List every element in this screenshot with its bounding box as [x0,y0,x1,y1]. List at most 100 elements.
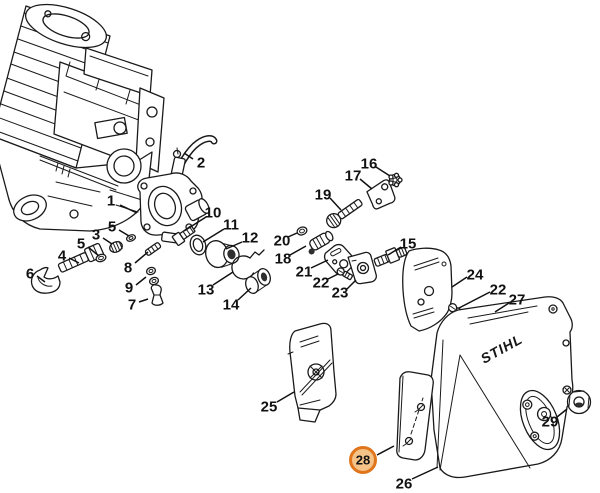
callout-17: 17 [345,167,373,190]
leader-line-10 [183,216,207,232]
leader-line-18 [289,245,307,256]
part-number-19: 19 [315,186,332,203]
part-number-7: 7 [128,296,136,313]
part-28-guide-plate [396,371,434,461]
part-number-5: 5 [108,218,116,235]
callout-5: 5 [108,218,130,237]
part-number-24: 24 [467,266,484,283]
part-number-14: 14 [223,296,240,313]
leader-line-22 [327,273,339,280]
callout-12: 12 [225,229,259,250]
callout-21: 21 [296,259,329,280]
leader-line-19 [329,197,342,211]
callout-9: 9 [125,276,147,296]
leader-line-16 [375,166,391,177]
callout-23: 23 [332,279,357,301]
part-number-29: 29 [542,413,559,430]
part-number-26: 26 [396,475,413,492]
part-number-2: 2 [197,154,205,171]
part-11-seal-ring [189,234,207,256]
part-number-9: 9 [125,279,133,296]
callout-27: 27 [494,291,526,313]
leader-line-20 [287,232,298,238]
part-17-bracket [366,179,396,210]
part-6-elbow-fitting [30,266,61,294]
part-18-worm-gear [308,230,334,255]
leader-line-1 [119,204,138,214]
part-number-21: 21 [296,263,313,280]
leader-line-2 [183,152,194,160]
callout-29: 29 [542,408,568,430]
part-29-nut [566,389,592,415]
callout-28[interactable]: 28 [349,445,395,474]
callout-5: 5 [77,235,100,257]
part-number-12: 12 [242,229,259,246]
part-26-sprocket-cover: STIHL [430,296,574,479]
leader-line-11 [202,228,225,243]
part-number-15: 15 [400,235,417,252]
leader-line-22 [458,291,491,309]
callout-4: 4 [58,247,80,264]
part-5-washer-upper [125,234,137,242]
part-21-flange-plate [323,243,356,276]
leader-line-5 [87,246,100,257]
part-number-22: 22 [313,274,330,291]
leader-line-14 [237,287,252,301]
leader-line-27 [494,302,510,313]
part-9-o-rings [145,266,160,286]
part-number-8: 8 [124,259,132,276]
part-number-10: 10 [205,204,222,221]
cylinder-head [25,3,107,49]
part-12-pump-drum [205,240,240,269]
callout-11: 11 [202,216,239,243]
leader-line-29 [556,408,568,418]
part-8-spring-pin [144,242,162,256]
part-number-16: 16 [361,155,378,172]
part-number-27: 27 [509,291,526,308]
callout-2: 2 [183,152,205,171]
part-7-valve-grommet [150,284,164,306]
part-19-screw-long [326,198,363,229]
callout-22: 22 [458,281,506,309]
part-3-spring [109,240,123,253]
part-number-20: 20 [274,232,291,249]
part-number-5: 5 [77,235,85,252]
callout-20: 20 [274,232,298,249]
leader-line-24 [451,276,468,288]
callout-22: 22 [313,273,339,291]
leader-line-15 [387,246,402,256]
leader-line-8 [134,251,149,264]
leader-line-6 [36,275,46,283]
highlight-ring[interactable] [349,446,377,474]
leader-line-17 [359,178,373,190]
callout-19: 19 [315,186,342,211]
part-number-25: 25 [261,398,278,415]
leader-line-21 [310,259,329,269]
part-number-6: 6 [26,265,34,282]
callout-16: 16 [361,155,391,177]
part-15-collar-stud [373,246,408,267]
callout-13: 13 [198,271,234,298]
part-number-11: 11 [223,216,239,233]
callout-8: 8 [124,251,149,276]
part-number-13: 13 [198,281,215,298]
leader-line-28 [376,445,395,456]
callout-25: 25 [261,391,295,415]
callout-6: 6 [26,265,46,283]
part-25-chain-tensioner [287,322,337,423]
leader-line-23 [346,279,357,290]
leader-line-4 [68,257,80,264]
leader-line-3 [102,237,113,245]
leader-line-9 [135,276,147,286]
cover-boss-pad [519,389,561,451]
leader-line-7 [138,298,149,303]
callout-10: 10 [183,204,222,232]
leader-line-25 [276,391,295,403]
callout-1: 1 [107,192,138,214]
part-number-28: 28 [356,453,370,468]
callout-14: 14 [223,287,252,313]
part-number-18: 18 [275,250,292,267]
